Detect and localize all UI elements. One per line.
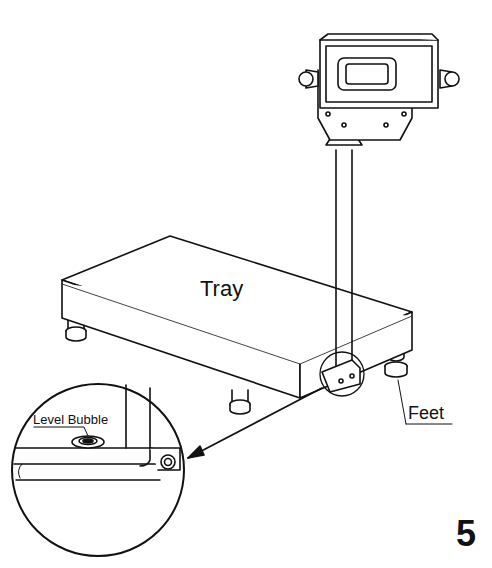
tray-platform xyxy=(62,236,412,398)
part-label: Feet xyxy=(408,404,444,422)
part-label: Level Bubble xyxy=(33,413,108,426)
detail-arrow xyxy=(188,388,322,458)
figure-number: 5 xyxy=(456,516,476,552)
indicator-head xyxy=(299,34,459,145)
feet-leader xyxy=(398,380,452,424)
column-pole xyxy=(320,150,364,396)
part-label: Tray xyxy=(200,278,243,300)
detail-inset xyxy=(12,384,184,556)
